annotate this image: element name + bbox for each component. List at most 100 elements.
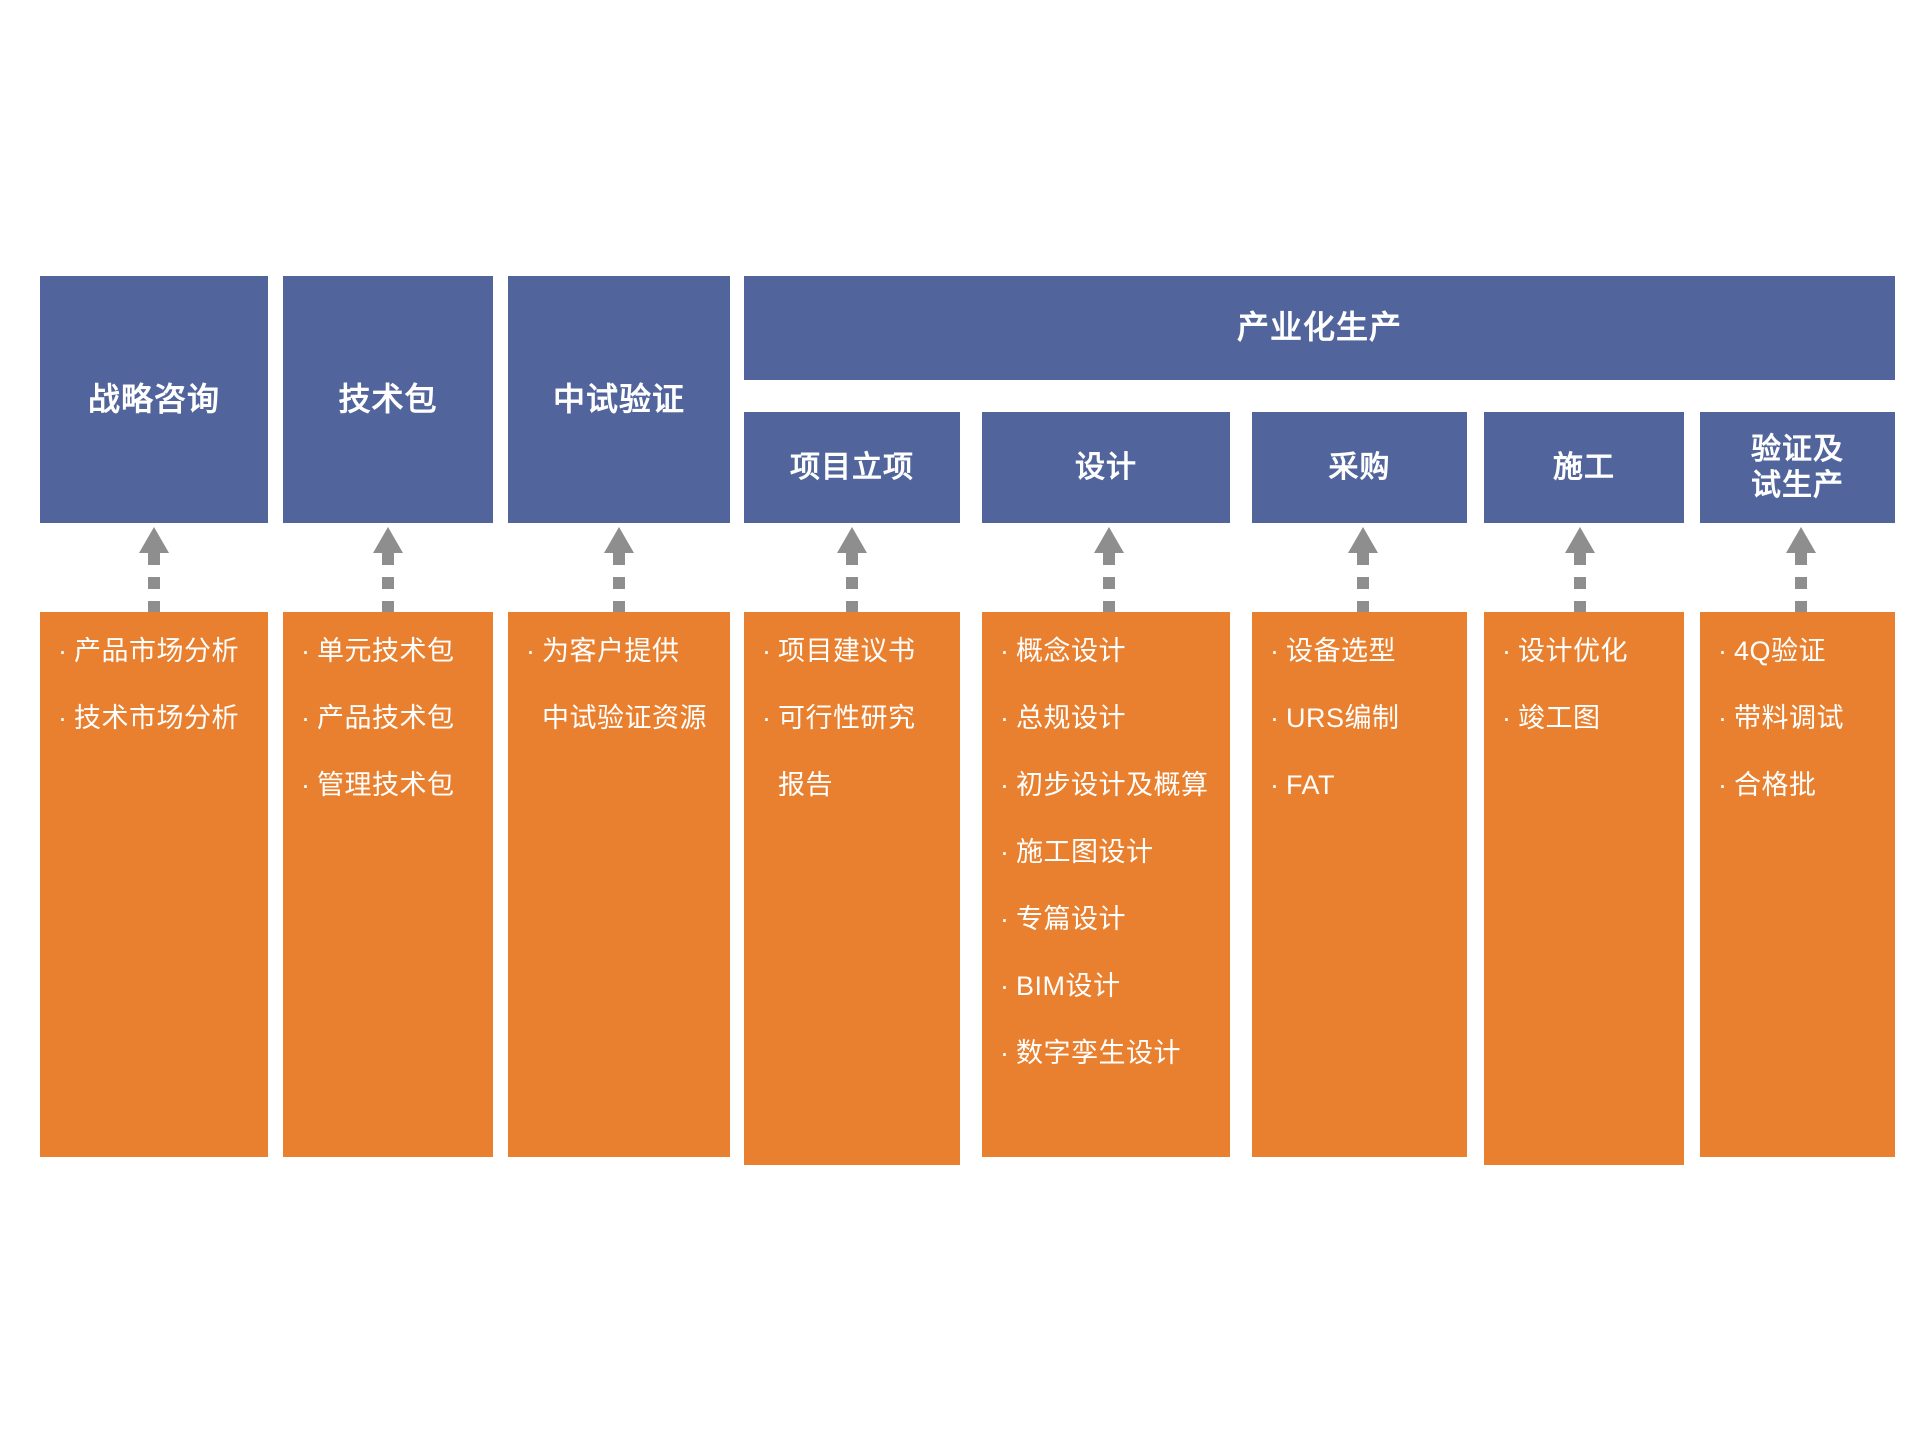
list-item-label: 合格批 <box>1734 770 1817 800</box>
arrow-head-icon <box>1094 527 1124 553</box>
list-item-label: BIM设计 <box>1016 971 1121 1001</box>
list-item-label: 技术市场分析 <box>74 703 239 733</box>
bullet-dot-icon: · <box>1270 636 1280 666</box>
arrow-shaft <box>1574 553 1586 613</box>
list-item: ·设备选型 <box>1270 638 1467 665</box>
column-header-design[interactable]: 设计 <box>982 412 1230 523</box>
list-item: ·为客户提供 <box>526 638 730 665</box>
arrow-up-strategy-consulting <box>139 527 169 613</box>
list-item: ·专篇设计 <box>1000 906 1230 933</box>
content-box-pilot-verification: ·为客户提供 ·中试验证资源 <box>508 612 730 1157</box>
list-item-label: 初步设计及概算 <box>1016 770 1209 800</box>
group-header-industrialized-production: 产业化生产 <box>744 276 1895 380</box>
list-item: ·URS编制 <box>1270 705 1467 732</box>
list-item-label: FAT <box>1286 770 1336 800</box>
list-item: ·产品技术包 <box>301 705 493 732</box>
bullet-dot-icon: · <box>526 636 536 666</box>
content-box-procurement: ·设备选型 ·URS编制 · FAT <box>1252 612 1467 1157</box>
list-item-label: 专篇设计 <box>1016 904 1126 934</box>
list-item-label: 带料调试 <box>1734 703 1844 733</box>
list-item-label: 报告 <box>778 770 833 800</box>
list-item: ·合格批 <box>1718 772 1895 799</box>
list-item: ·可行性研究 <box>762 705 960 732</box>
bullet-dot-icon: · <box>58 703 68 733</box>
list-item: ·带料调试 <box>1718 705 1895 732</box>
bullet-dot-icon: · <box>1000 1038 1010 1068</box>
column-header-label: 采购 <box>1328 450 1391 484</box>
list-item-label: 设备选型 <box>1286 636 1396 666</box>
arrow-up-construction <box>1565 527 1595 613</box>
bullet-dot-icon: · <box>762 636 772 666</box>
column-header-project-initiation[interactable]: 项目立项 <box>744 412 960 523</box>
bullet-dot-icon: · <box>1000 837 1010 867</box>
column-header-procurement[interactable]: 采购 <box>1252 412 1467 523</box>
arrow-up-project-initiation <box>837 527 867 613</box>
list-item: ·技术市场分析 <box>58 705 268 732</box>
list-item: ·单元技术包 <box>301 638 493 665</box>
content-box-validation-trial-production: ·4Q验证 ·带料调试 ·合格批 <box>1700 612 1895 1157</box>
arrow-head-icon <box>1786 527 1816 553</box>
arrow-up-technology-package <box>373 527 403 613</box>
bullet-dot-icon: · <box>1718 770 1728 800</box>
list-item: ·施工图设计 <box>1000 839 1230 866</box>
list-item-label: 产品技术包 <box>317 703 455 733</box>
bullet-dot-icon: · <box>1718 703 1728 733</box>
list-item: ·数字孪生设计 <box>1000 1040 1230 1067</box>
column-header-validation-trial-production[interactable]: 验证及 试生产 <box>1700 412 1895 523</box>
list-item-label: 为客户提供 <box>542 636 680 666</box>
list-item: ·概念设计 <box>1000 638 1230 665</box>
list-item: ·竣工图 <box>1502 705 1684 732</box>
list-item: ·总规设计 <box>1000 705 1230 732</box>
arrow-head-icon <box>1565 527 1595 553</box>
list-item: ·BIM设计 <box>1000 973 1230 1000</box>
bullet-dot-icon: · <box>762 703 772 733</box>
bullet-dot-icon: · <box>1502 636 1512 666</box>
list-item-label: 单元技术包 <box>317 636 455 666</box>
list-item-label: 项目建议书 <box>778 636 916 666</box>
content-box-technology-package: ·单元技术包 ·产品技术包 ·管理技术包 <box>283 612 493 1157</box>
column-header-label-line2: 试生产 <box>1751 468 1844 502</box>
arrow-shaft <box>613 553 625 613</box>
bullet-dot-icon: · <box>301 770 311 800</box>
column-header-technology-package[interactable]: 技术包 <box>283 276 493 523</box>
list-item-label: 竣工图 <box>1518 703 1601 733</box>
list-item-label: 产品市场分析 <box>74 636 239 666</box>
list-item-label: 中试验证资源 <box>542 703 707 733</box>
column-header-construction[interactable]: 施工 <box>1484 412 1684 523</box>
arrow-head-icon <box>837 527 867 553</box>
bullet-dot-icon: · <box>1000 703 1010 733</box>
list-item: ·中试验证资源 <box>526 705 730 732</box>
list-item: ·4Q验证 <box>1718 638 1895 665</box>
list-item-label: 管理技术包 <box>317 770 455 800</box>
content-box-design: ·概念设计 ·总规设计 ·初步设计及概算 ·施工图设计 ·专篇设计 ·BIM设计… <box>982 612 1230 1157</box>
list-item: ·设计优化 <box>1502 638 1684 665</box>
column-header-label: 项目立项 <box>790 450 914 484</box>
column-header-label: 技术包 <box>338 380 438 417</box>
arrow-shaft <box>1103 553 1115 613</box>
column-header-label-line1: 验证及 <box>1751 433 1844 467</box>
content-box-construction: ·设计优化 ·竣工图 <box>1484 612 1684 1165</box>
column-header-label: 战略咨询 <box>87 380 220 417</box>
list-item-label: 可行性研究 <box>778 703 916 733</box>
list-item-label: 总规设计 <box>1016 703 1126 733</box>
arrow-shaft <box>382 553 394 613</box>
bullet-dot-icon: · <box>58 636 68 666</box>
arrow-head-icon <box>1348 527 1378 553</box>
arrow-up-design <box>1094 527 1124 613</box>
column-header-strategy-consulting[interactable]: 战略咨询 <box>40 276 268 523</box>
list-item-label: 施工图设计 <box>1016 837 1154 867</box>
list-item: ·项目建议书 <box>762 638 960 665</box>
column-header-label: 中试验证 <box>552 380 685 417</box>
group-header-label: 产业化生产 <box>1236 309 1402 346</box>
list-item: ·初步设计及概算 <box>1000 772 1230 799</box>
arrow-head-icon <box>373 527 403 553</box>
column-header-pilot-verification[interactable]: 中试验证 <box>508 276 730 523</box>
bullet-dot-icon: · <box>1000 636 1010 666</box>
list-item-label: 数字孪生设计 <box>1016 1038 1181 1068</box>
bullet-dot-icon: · <box>1000 770 1010 800</box>
bullet-dot-icon: · <box>301 703 311 733</box>
arrow-head-icon <box>139 527 169 553</box>
content-box-strategy-consulting: ·产品市场分析 ·技术市场分析 <box>40 612 268 1157</box>
bullet-dot-icon: · <box>301 636 311 666</box>
